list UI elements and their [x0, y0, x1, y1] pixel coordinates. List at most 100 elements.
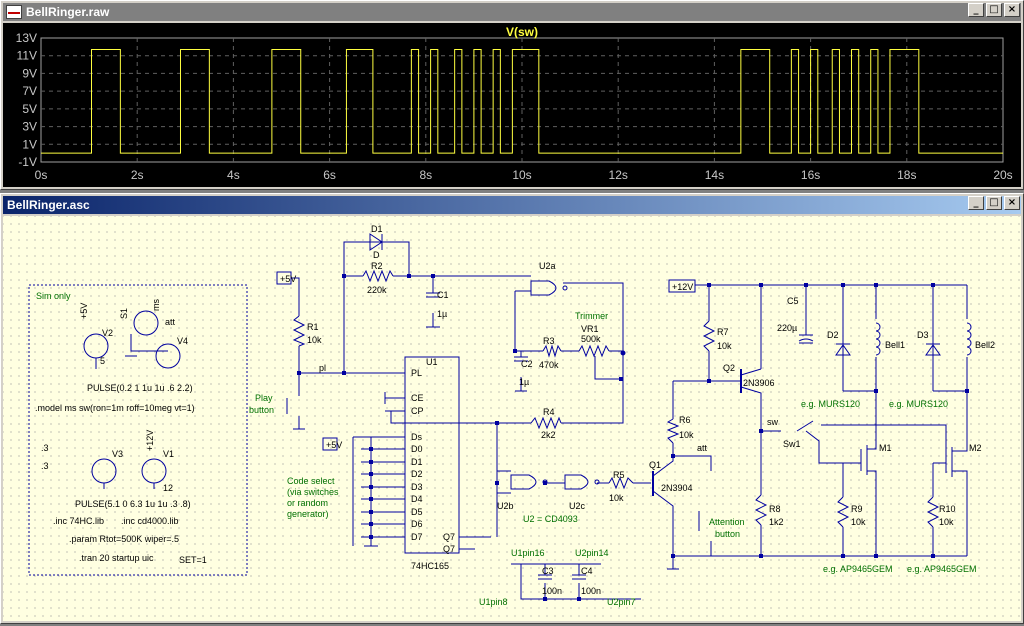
r5-value: 10k: [609, 493, 624, 503]
r2-label: R2: [371, 261, 383, 271]
junctions: [297, 274, 969, 601]
y-tick-label: 11V: [17, 49, 37, 63]
r4-resistor: [530, 416, 562, 430]
x-tick-label: 0s: [35, 168, 48, 182]
inc1-directive: .inc 74HC.lib: [53, 516, 104, 526]
schematic-canvas[interactable]: +5V +5V +12V Sim only PULSE(0.2 1 1u 1u …: [3, 216, 1021, 621]
d3-diode: [925, 344, 941, 356]
d3-part-note: e.g. MURS120: [889, 399, 948, 409]
vr1-value: 500k: [581, 334, 601, 344]
r1-label: R1: [307, 322, 319, 332]
x-tick-label: 20s: [993, 168, 1012, 182]
v2-value: 5: [100, 356, 105, 366]
pl-net-label: pl: [319, 363, 326, 373]
sw1-label: Sw1: [783, 439, 801, 449]
x-tick-label: 4s: [227, 168, 240, 182]
chart-title: V(sw): [506, 25, 538, 39]
u1-pin-label: D5: [411, 507, 423, 517]
u2b-nand-gate: [510, 474, 537, 490]
r7-resistor: [702, 320, 716, 352]
m2-label: M2: [969, 443, 982, 453]
r8-resistor: [754, 494, 768, 526]
c4-label: C4: [581, 566, 593, 576]
x-tick-label: 12s: [609, 168, 628, 182]
u1-pin-label: D3: [411, 482, 423, 492]
u2pin7-label: U2pin7: [607, 597, 636, 607]
waveform-titlebar[interactable]: BellRinger.raw: [3, 3, 1021, 21]
u1-pin-label: D6: [411, 519, 423, 529]
c2-label: C2: [521, 359, 533, 369]
p5v-label-a: +5V: [280, 274, 296, 284]
schematic-labels: +5V +5V +12V Sim only PULSE(0.2 1 1u 1u …: [35, 224, 995, 607]
pulse1-directive: PULSE(0.2 1 1u 1u .6 2.2): [87, 383, 193, 393]
waveform-minimize-button[interactable]: _: [968, 3, 984, 17]
r3-resistor: [542, 344, 562, 358]
ms-label: ms: [151, 299, 161, 311]
wires: [28, 241, 968, 600]
q1-label: Q1: [649, 460, 661, 470]
trimmer-label: Trimmer: [575, 311, 608, 321]
schematic-maximize-button[interactable]: □: [986, 196, 1002, 210]
m1-label: M1: [879, 443, 892, 453]
inc2-directive: .inc cd4000.lib: [121, 516, 179, 526]
x-tick-label: 6s: [323, 168, 336, 182]
r2-value: 220k: [367, 285, 387, 295]
bell2-label: Bell2: [975, 340, 995, 350]
u1-pin-label: D4: [411, 494, 423, 504]
model-directive: .model ms sw(ron=1m roff=10meg vt=1): [35, 403, 195, 413]
u2c-nand-gate: [564, 474, 589, 490]
u1-pin-label: Q7: [443, 532, 455, 542]
d1-diode: [369, 233, 383, 251]
r3-value: 470k: [539, 360, 559, 370]
p12v-label: +12V: [672, 282, 693, 292]
d1-value: D: [373, 250, 380, 260]
r9-resistor: [836, 496, 850, 528]
u2-note-label: U2 = CD4093: [523, 514, 578, 524]
tran-directive: .tran 20 startup uic: [79, 553, 154, 563]
c3-value: 100n: [542, 586, 562, 596]
m2-part-note: e.g. AP9465GEM: [907, 564, 977, 574]
v2-label: V2: [102, 328, 113, 338]
att-label-sim: att: [165, 317, 176, 327]
bell2-coil: [966, 322, 972, 356]
att-net-label: att: [697, 443, 708, 453]
series-line-vsw: [41, 49, 1003, 154]
p5v-flag-a: [276, 271, 292, 285]
c1-label: C1: [437, 290, 449, 300]
r4-value: 2k2: [541, 430, 556, 440]
s1-label: S1: [119, 308, 129, 319]
schematic-drawing[interactable]: +5V +5V +12V Sim only PULSE(0.2 1 1u 1u …: [3, 216, 1021, 621]
r7-label: R7: [717, 327, 729, 337]
v4-label: V4: [177, 336, 188, 346]
pulse2-directive: PULSE(5.1 0 6.3 1u 1u .3 .8): [75, 499, 191, 509]
sim-only-label: Sim only: [36, 291, 71, 301]
x-tick-label: 14s: [705, 168, 724, 182]
waveform-app-icon: [6, 5, 22, 19]
y-tick-label: 9V: [22, 66, 37, 80]
r8-label: R8: [769, 504, 781, 514]
d2-diode: [835, 344, 851, 356]
q2-part-label: 2N3906: [743, 378, 775, 388]
schematic-minimize-button[interactable]: _: [968, 196, 984, 210]
waveform-close-button[interactable]: ×: [1004, 3, 1020, 17]
r5-resistor: [608, 476, 634, 490]
c5-label: C5: [787, 296, 799, 306]
u2c-label: U2c: [569, 501, 586, 511]
y-tick-label: -1V: [18, 155, 37, 169]
schematic-window[interactable]: BellRinger.asc _ □ ×: [0, 193, 1024, 624]
bell1-label: Bell1: [885, 340, 905, 350]
r10-label: R10: [939, 504, 956, 514]
waveform-maximize-button[interactable]: □: [986, 3, 1002, 17]
u1-pin-label: D7: [411, 532, 423, 542]
schematic-close-button[interactable]: ×: [1004, 196, 1020, 210]
u1-pin-label: CP: [411, 406, 424, 416]
schematic-titlebar[interactable]: BellRinger.asc: [3, 196, 1021, 214]
vr1-trimmer: [578, 344, 610, 358]
param-directive: .param Rtot=500K wiper=.5: [69, 534, 179, 544]
r7-value: 10k: [717, 341, 732, 351]
